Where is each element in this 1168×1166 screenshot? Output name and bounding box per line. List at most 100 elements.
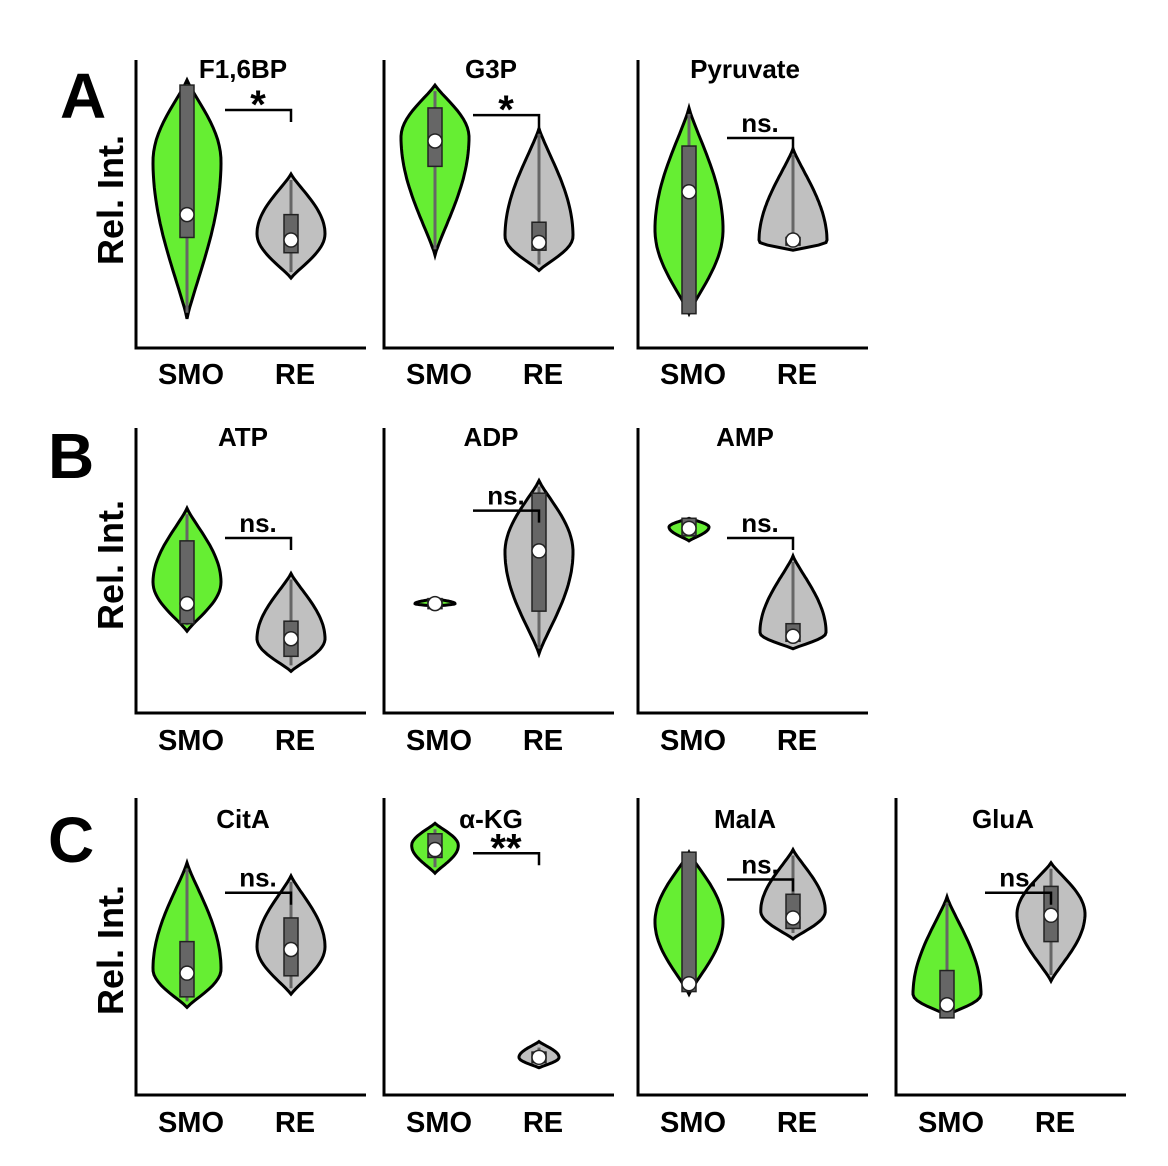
chart-title: F1,6BP bbox=[199, 54, 287, 84]
violin-chart-f1-6bp: F1,6BP SMO RE * bbox=[134, 54, 366, 391]
median-point bbox=[681, 184, 697, 200]
chart-title: Pyruvate bbox=[690, 54, 800, 84]
median-point bbox=[785, 232, 801, 248]
violin-re bbox=[758, 552, 828, 651]
chart-title: GluA bbox=[972, 804, 1034, 834]
x-tick-label: RE bbox=[523, 725, 563, 757]
x-tick-label: RE bbox=[275, 725, 315, 757]
significance-label: ns. bbox=[741, 108, 779, 138]
x-tick-label: SMO bbox=[158, 1107, 224, 1139]
panel-letter-c: C bbox=[48, 804, 94, 876]
x-tick-label: RE bbox=[523, 1107, 563, 1139]
significance-bracket bbox=[985, 891, 1053, 905]
violin-smo bbox=[399, 82, 471, 261]
x-tick-label: RE bbox=[777, 725, 817, 757]
chart-title: α-KG bbox=[459, 804, 523, 834]
median-point bbox=[283, 941, 299, 958]
axis-lines bbox=[636, 60, 868, 350]
x-tick-label: RE bbox=[777, 359, 817, 391]
x-tick-label: SMO bbox=[406, 1107, 472, 1139]
axis-lines bbox=[134, 428, 366, 715]
axis-lines bbox=[134, 798, 366, 1097]
significance-bracket bbox=[225, 891, 293, 905]
significance-label: * bbox=[498, 88, 514, 132]
chart-title: MalA bbox=[714, 804, 776, 834]
significance-label: * bbox=[250, 83, 266, 127]
chart-title: ATP bbox=[218, 422, 268, 452]
median-point bbox=[531, 543, 547, 559]
violin-chart-kg: α-KG SMO RE ** bbox=[382, 798, 614, 1139]
y-axis-label-a: Rel. Int. bbox=[90, 135, 131, 265]
x-tick-label: SMO bbox=[158, 359, 224, 391]
x-tick-label: RE bbox=[275, 1107, 315, 1139]
axis-lines bbox=[382, 798, 614, 1097]
significance-label: ns. bbox=[741, 508, 779, 538]
significance-label: ns. bbox=[487, 481, 525, 511]
iqr-box bbox=[681, 145, 697, 315]
panel-letter-a: A bbox=[60, 60, 106, 132]
median-point bbox=[179, 965, 195, 981]
significance-bracket bbox=[727, 878, 795, 892]
significance-bracket bbox=[473, 509, 541, 523]
x-tick-label: SMO bbox=[158, 725, 224, 757]
violin-smo bbox=[410, 821, 460, 876]
x-tick-label: RE bbox=[777, 1107, 817, 1139]
median-point bbox=[939, 996, 955, 1013]
violin-smo bbox=[911, 892, 983, 1019]
median-point bbox=[179, 595, 195, 612]
significance-bracket bbox=[727, 536, 795, 550]
axis-lines bbox=[382, 428, 614, 715]
x-tick-label: RE bbox=[523, 359, 563, 391]
significance-label: ns. bbox=[239, 863, 277, 893]
axis-lines bbox=[134, 60, 366, 350]
significance-label: ns. bbox=[239, 508, 277, 538]
violin-chart-amp: AMP SMO RE ns. bbox=[636, 422, 868, 757]
significance-label: ns. bbox=[741, 850, 779, 880]
chart-title: AMP bbox=[716, 422, 774, 452]
significance-bracket bbox=[225, 108, 293, 122]
violin-chart-mala: MalA SMO RE ns. bbox=[636, 798, 868, 1139]
chart-title: G3P bbox=[465, 54, 517, 84]
significance-bracket bbox=[473, 852, 541, 866]
y-axis-label-b: Rel. Int. bbox=[90, 500, 131, 630]
x-tick-label: RE bbox=[1035, 1107, 1075, 1139]
x-tick-label: SMO bbox=[660, 725, 726, 757]
median-point bbox=[179, 206, 195, 223]
significance-bracket bbox=[727, 136, 795, 150]
violin-smo bbox=[667, 516, 711, 543]
iqr-box bbox=[681, 851, 697, 993]
x-tick-label: SMO bbox=[406, 359, 472, 391]
violin-smo bbox=[151, 76, 223, 320]
violin-chart-g3p: G3P SMO RE * bbox=[382, 54, 614, 391]
y-axis-label-c: Rel. Int. bbox=[90, 885, 131, 1015]
x-tick-label: SMO bbox=[660, 1107, 726, 1139]
panel-letter-b: B bbox=[48, 420, 94, 492]
significance-bracket bbox=[225, 536, 293, 550]
violin-smo bbox=[653, 849, 725, 998]
violin-re bbox=[503, 123, 575, 273]
significance-label: ** bbox=[490, 826, 522, 870]
violin-smo bbox=[151, 504, 223, 634]
median-point bbox=[427, 841, 443, 858]
violin-smo bbox=[413, 595, 457, 612]
median-point bbox=[681, 520, 697, 537]
median-point bbox=[283, 631, 299, 647]
median-point bbox=[785, 910, 801, 926]
violin-smo bbox=[653, 102, 725, 318]
violin-chart-atp: ATP SMO RE ns. bbox=[134, 422, 366, 757]
median-point bbox=[681, 975, 697, 992]
median-point bbox=[1043, 907, 1059, 924]
x-tick-label: SMO bbox=[918, 1107, 984, 1139]
chart-title: ADP bbox=[464, 422, 519, 452]
violin-re bbox=[757, 144, 829, 252]
median-point bbox=[283, 232, 299, 248]
median-point bbox=[785, 628, 801, 644]
axis-lines bbox=[636, 428, 868, 715]
x-tick-label: SMO bbox=[660, 359, 726, 391]
axis-lines bbox=[894, 798, 1126, 1097]
axis-lines bbox=[382, 60, 614, 350]
x-tick-label: RE bbox=[275, 359, 315, 391]
